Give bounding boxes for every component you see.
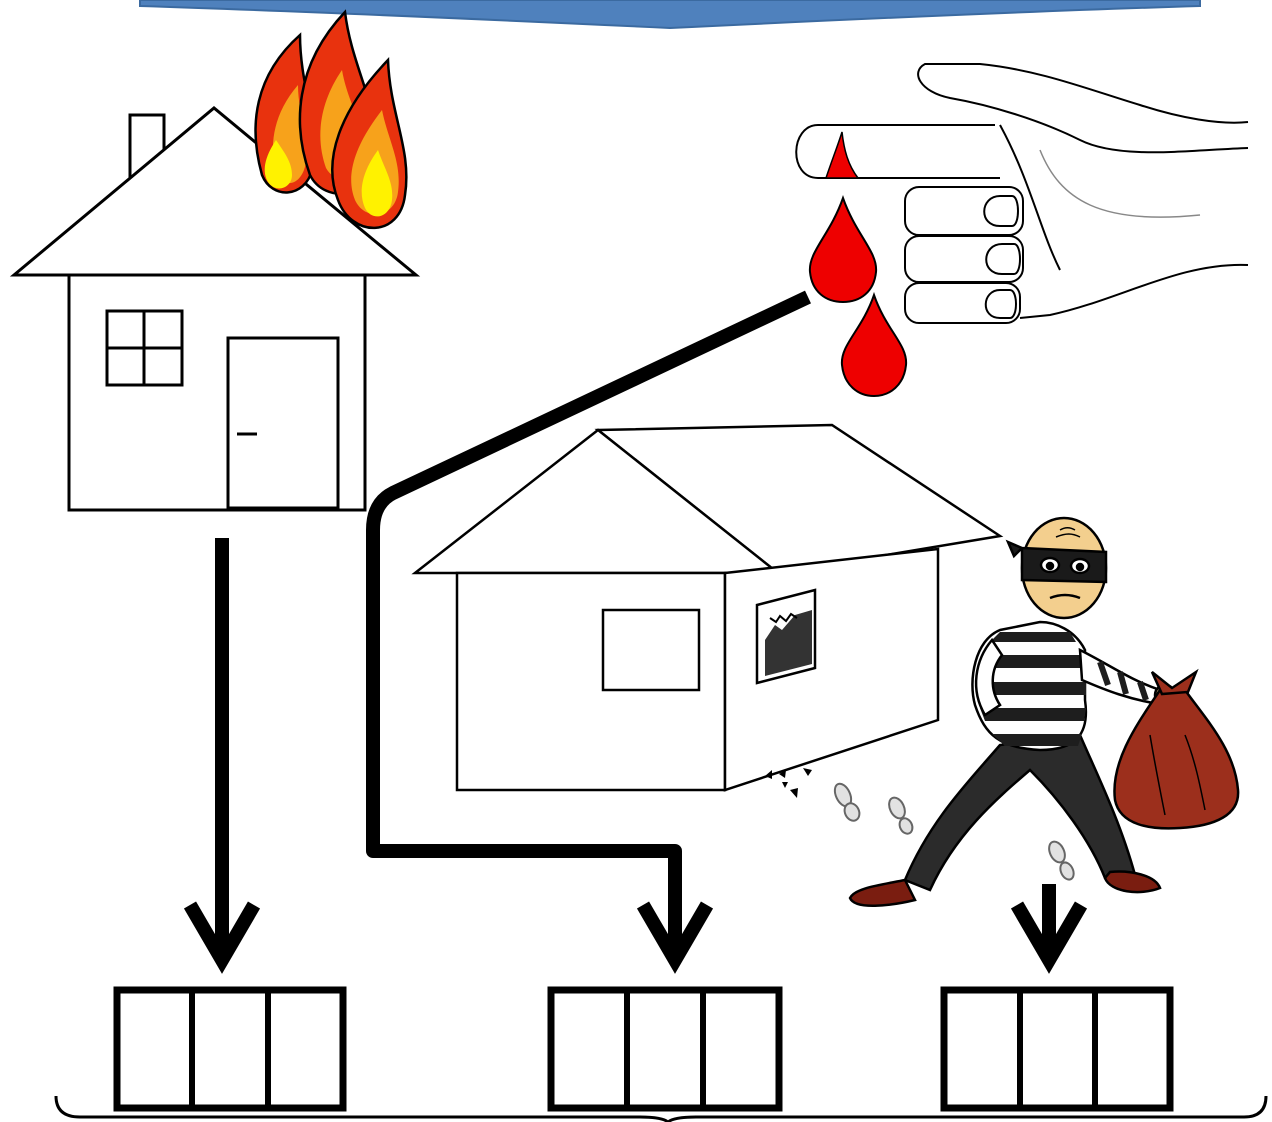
top-banner bbox=[140, 0, 1200, 28]
index-finger bbox=[796, 125, 1000, 178]
house-icon bbox=[415, 425, 1000, 790]
arrow-house-to-box bbox=[190, 538, 254, 960]
house-door bbox=[228, 338, 338, 508]
arrow-burglar-to-box bbox=[1017, 884, 1081, 960]
curled-fingers bbox=[905, 187, 1023, 323]
answer-box-3[interactable] bbox=[944, 990, 1170, 1108]
palm bbox=[1000, 125, 1248, 318]
answer-box-1[interactable] bbox=[117, 990, 343, 1108]
answer-box-2[interactable] bbox=[551, 990, 779, 1108]
broken-window-icon bbox=[757, 590, 815, 683]
burglar-legs bbox=[905, 735, 1135, 890]
house-window bbox=[603, 610, 699, 690]
house-window bbox=[107, 311, 182, 385]
blood-drop-icon bbox=[810, 198, 906, 396]
